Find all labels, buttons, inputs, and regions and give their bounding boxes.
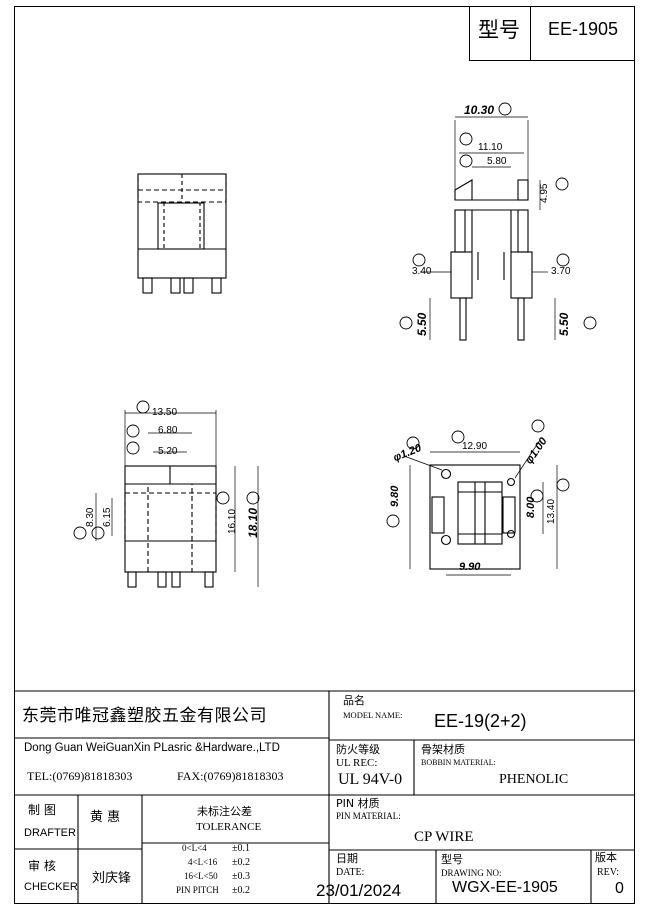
ul-label-en: UL REC: bbox=[336, 757, 378, 769]
tol-value: ±0.3 bbox=[232, 871, 250, 882]
rev-label-cn: 版本 bbox=[595, 851, 617, 864]
tolerance-label-cn: 未标注公差 bbox=[197, 805, 252, 818]
date-value: 23/01/2024 bbox=[316, 881, 402, 900]
tol-range: PIN PITCH bbox=[176, 885, 219, 895]
bobbin-label-en: BOBBIN MATERIAL: bbox=[421, 758, 496, 767]
tol-value: ±0.2 bbox=[232, 857, 250, 868]
dim-side-wtotal: 10.30 bbox=[464, 103, 495, 117]
checker-label-en: CHECKER bbox=[24, 881, 78, 893]
ul-label-cn: 防火等级 bbox=[336, 743, 380, 756]
rev-value: 0 bbox=[615, 880, 624, 897]
pin-material-label-en: PIN MATERIAL: bbox=[336, 811, 401, 821]
title-block-grid bbox=[14, 690, 635, 904]
header-model-box bbox=[469, 6, 635, 61]
dim-bottom-hleft: 9.80 bbox=[389, 485, 401, 507]
company-tel: TEL:(0769)81818303 bbox=[27, 769, 133, 783]
tol-value: ±0.2 bbox=[232, 885, 250, 896]
dim-bottom-wbottom: 9.90 bbox=[459, 561, 481, 573]
drafter-label-cn: 制 图 bbox=[28, 803, 56, 817]
bobbin-label-cn: 骨架材质 bbox=[421, 743, 465, 756]
model-name-value: EE-19(2+2) bbox=[434, 711, 527, 731]
rev-label-en: REV: bbox=[597, 867, 620, 878]
tol-range: 4<L<16 bbox=[188, 857, 218, 867]
checker-name: 刘庆锋 bbox=[92, 871, 132, 886]
dim-front-wcore: 5.20 bbox=[158, 446, 178, 457]
tol-value: ±0.1 bbox=[232, 843, 250, 854]
dim-front-hc: 16.10 bbox=[227, 508, 238, 534]
model-name-label-cn: 品名 bbox=[343, 694, 365, 707]
dim-front-htotal: 18.10 bbox=[246, 507, 260, 538]
drafter-name: 黄 惠 bbox=[90, 810, 121, 825]
dim-bottom-hright: 13.40 bbox=[546, 498, 557, 524]
company-name-cn: 东莞市唯冠鑫塑胶五金有限公司 bbox=[22, 706, 267, 726]
section-view bbox=[420, 116, 556, 341]
ul-value: UL 94V-0 bbox=[338, 771, 403, 788]
header-model-label: 型号 bbox=[478, 19, 520, 42]
drawing-label-en: DRAWING NO: bbox=[441, 868, 502, 878]
date-label-cn: 日期 bbox=[336, 852, 358, 865]
dim-front-ha: 8.30 bbox=[85, 507, 96, 527]
drawing-label-cn: 型号 bbox=[441, 853, 463, 866]
side-elevation-view bbox=[137, 173, 227, 294]
dim-side-dright: 3.70 bbox=[551, 266, 571, 277]
pin-material-label-cn: PIN 材质 bbox=[336, 797, 380, 810]
company-fax: FAX:(0769)81818303 bbox=[177, 769, 284, 783]
header-divider bbox=[530, 6, 531, 61]
tol-range: 0<L<4 bbox=[182, 843, 207, 853]
callout-markers bbox=[73, 102, 597, 540]
dim-bottom-hmid: 8.00 bbox=[525, 496, 537, 518]
company-name-en: Dong Guan WeiGuanXin PLasric &Hardware.,… bbox=[24, 742, 280, 754]
header-model-value: EE-1905 bbox=[548, 19, 619, 39]
checker-label-cn: 审 核 bbox=[28, 859, 56, 873]
drafter-label-en: DRAFTER bbox=[24, 827, 76, 839]
pin-material-value: CP WIRE bbox=[414, 829, 474, 845]
bottom-view bbox=[403, 439, 558, 576]
drawing-value: WGX-EE-1905 bbox=[452, 879, 558, 896]
tol-range: 16<L<50 bbox=[184, 871, 218, 881]
model-name-label-en: MODEL NAME: bbox=[343, 710, 403, 720]
dim-bottom-wtop: 12.90 bbox=[462, 441, 488, 452]
date-label-en: DATE: bbox=[336, 867, 365, 878]
dim-front-wtotal: 13.50 bbox=[152, 407, 178, 418]
dim-side-pinleft: 5.50 bbox=[415, 312, 429, 336]
tolerance-label-en: TOLERANCE bbox=[196, 821, 262, 833]
dim-side-htab: 4.95 bbox=[539, 183, 550, 203]
dim-front-hb: 6.15 bbox=[102, 507, 113, 527]
drawing-frame bbox=[14, 6, 635, 904]
front-view bbox=[95, 410, 259, 588]
dim-side-dleft: 3.40 bbox=[412, 266, 432, 277]
dim-side-pinright: 5.50 bbox=[557, 312, 571, 336]
dim-front-wmid: 6.80 bbox=[158, 425, 178, 436]
dim-side-wcore: 5.80 bbox=[487, 156, 507, 167]
bobbin-value: PHENOLIC bbox=[499, 772, 569, 787]
dim-side-winner: 11.10 bbox=[478, 142, 503, 153]
